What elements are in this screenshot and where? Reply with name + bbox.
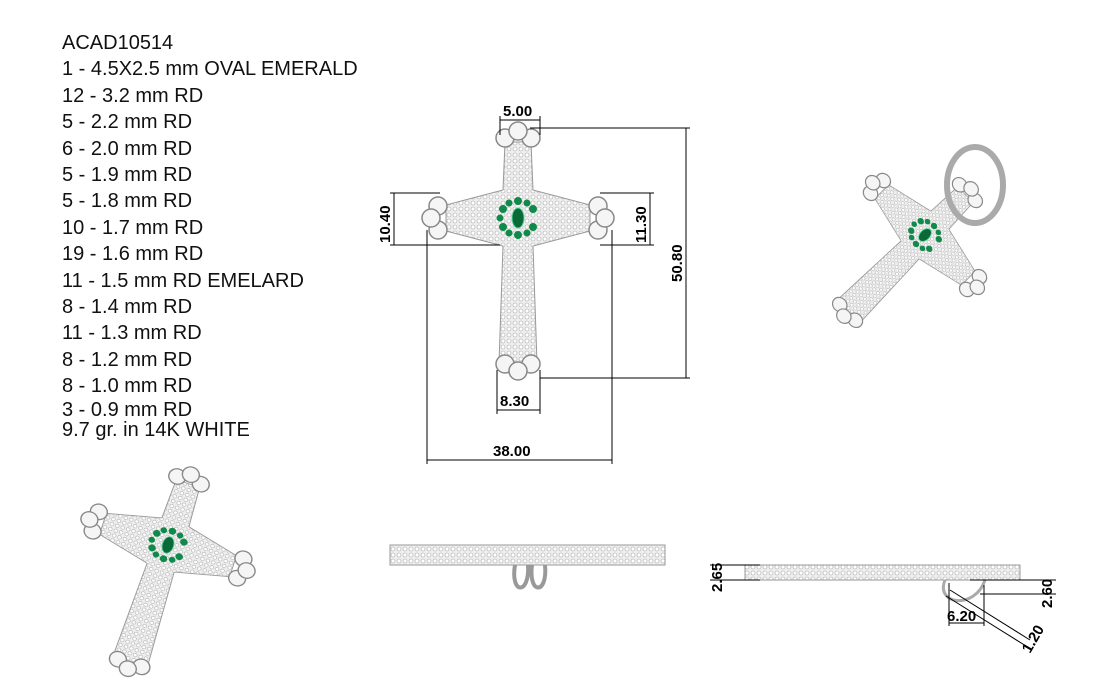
side-view-top [389, 544, 666, 590]
dim-side-thickness-right: 2.60 [1039, 579, 1056, 608]
dim-arm-height-left: 10.40 [377, 205, 394, 243]
side-view-profile [744, 564, 1021, 603]
dimension-lines [390, 116, 690, 464]
stone-line: 11 - 1.5 mm RD EMELARD [62, 269, 304, 292]
dim-top-width: 5.00 [503, 103, 532, 120]
perspective-view-front [38, 438, 281, 698]
stone-line: 11 - 1.3 mm RD [62, 322, 202, 345]
model-number: ACAD10514 [62, 32, 174, 54]
stone-line: 5 - 1.8 mm RD [62, 190, 193, 213]
stone-line: 8 - 1.2 mm RD [62, 348, 193, 371]
side-dimension-lines [710, 564, 1056, 647]
dim-bail-width: 6.20 [947, 608, 976, 625]
stone-line: 6 - 2.0 mm RD [62, 137, 193, 160]
front-view-cross [421, 121, 615, 381]
stone-line: 5 - 2.2 mm RD [62, 111, 193, 134]
dim-total-height: 50.80 [669, 244, 686, 282]
stone-line: 10 - 1.7 mm RD [62, 216, 204, 239]
dim-side-thickness-left: 2.65 [709, 563, 726, 592]
dim-arm-height-right: 11.30 [633, 206, 650, 243]
stone-line: 5 - 1.9 mm RD [62, 164, 193, 187]
bail [944, 144, 1006, 226]
stone-line: 3 - 0.9 mm RD [62, 398, 193, 421]
metal-weight: 9.7 gr. in 14K WHITE [62, 418, 250, 441]
dim-bail-wire: 1.20 [1019, 622, 1048, 656]
stone-specification: ACAD10514 1 - 4.5X2.5 mm OVAL EMERALD 12… [62, 30, 358, 440]
stone-line: 19 - 1.6 mm RD [62, 243, 204, 266]
stone-line: 8 - 1.0 mm RD [62, 375, 193, 398]
dim-bottom-width: 8.30 [500, 393, 529, 410]
dim-total-width: 38.00 [493, 443, 531, 460]
stone-line: 1 - 4.5X2.5 mm OVAL EMERALD [62, 58, 358, 81]
stone-line: 12 - 3.2 mm RD [62, 84, 204, 107]
stone-line: 8 - 1.4 mm RD [62, 296, 193, 319]
